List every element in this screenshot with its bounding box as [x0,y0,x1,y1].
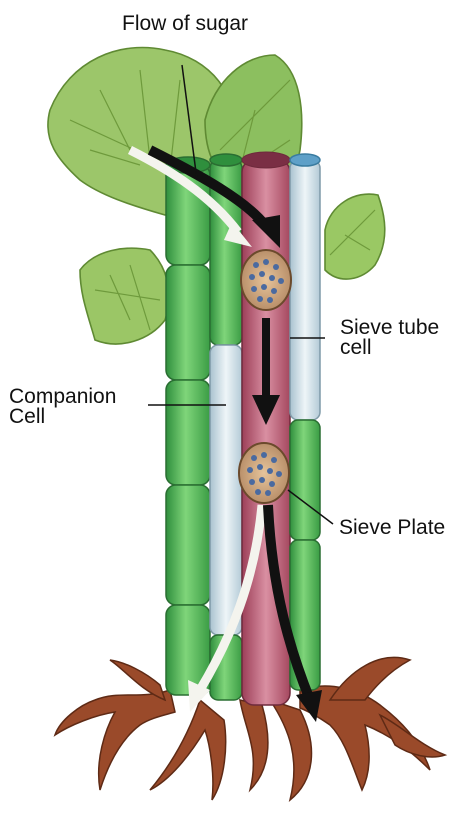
sieve-tube-cell-label-line2: cell [340,338,372,358]
companion-cell-label-line2: Cell [9,407,45,427]
right-column [290,154,320,690]
leaf-left [80,248,169,344]
leaf-right [325,194,385,279]
sieve-plate-label: Sieve Plate [339,518,445,538]
sieve-tube-cell-label-line1: Sieve tube [340,318,439,338]
sieve-plate-lower [239,443,289,503]
flow-of-sugar-label: Flow of sugar [122,14,248,34]
sieve-plate-upper [241,250,291,310]
companion-cell-label-line1: Companion [9,387,116,407]
companion-cells [166,157,210,695]
